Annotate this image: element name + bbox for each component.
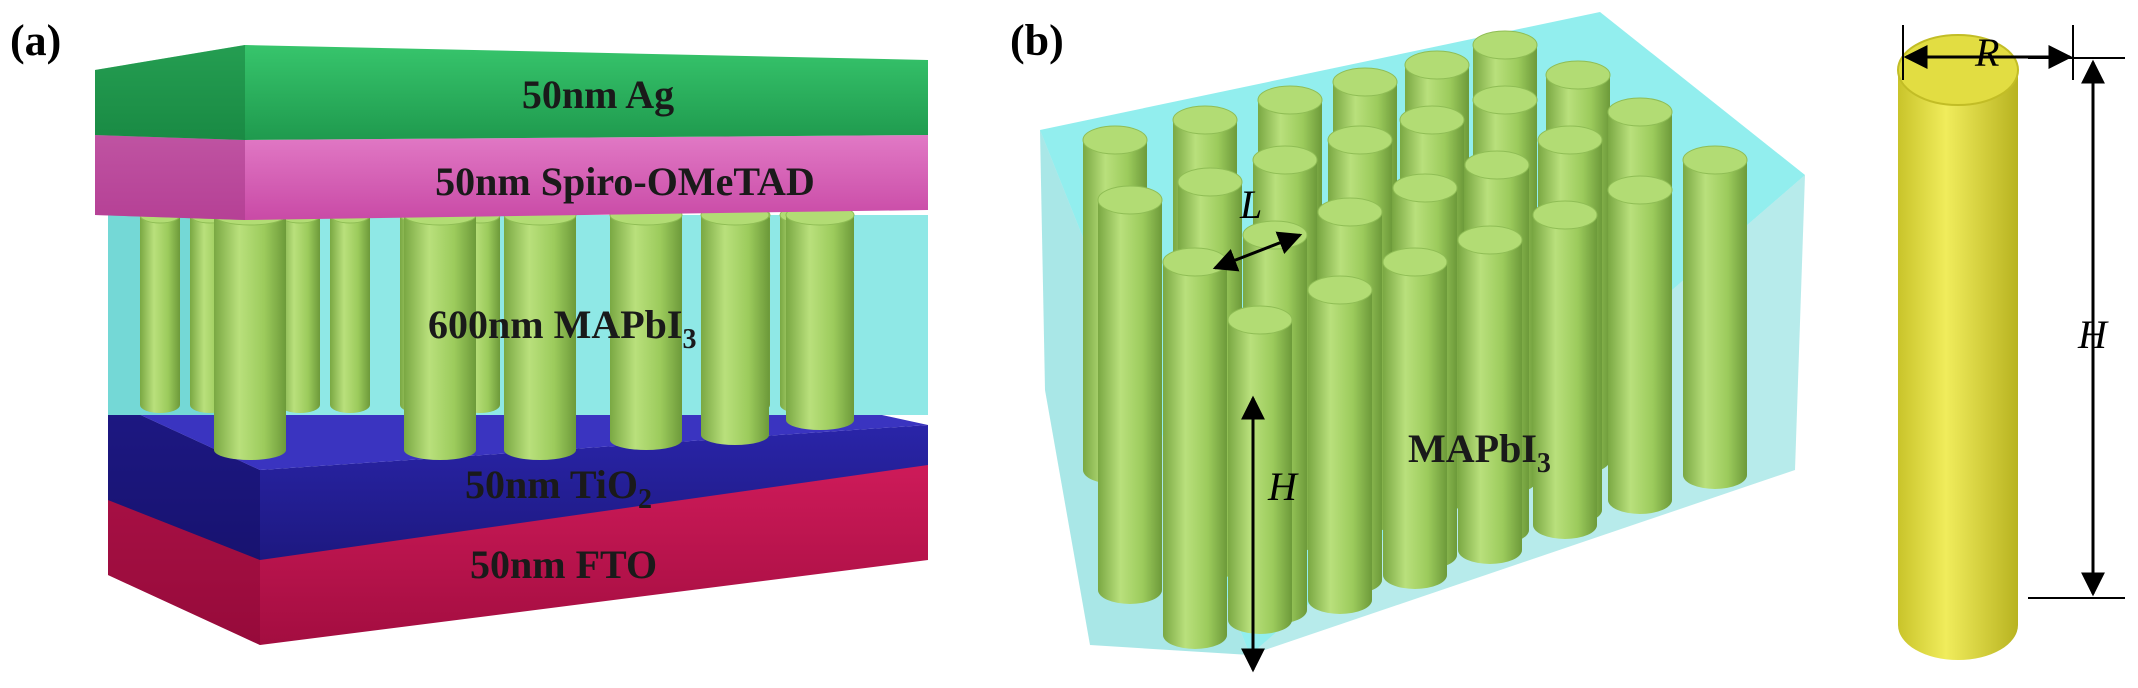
panel-b-label: (b) <box>1010 16 1064 65</box>
single-rod: R H <box>1897 25 2125 660</box>
perovskite-rods-a <box>139 204 855 460</box>
rod <box>1682 145 1748 489</box>
spiro-layer <box>95 135 928 220</box>
rod <box>785 204 855 430</box>
height-label-b: H <box>1267 464 1299 509</box>
mapbi3-box-label: MAPbI3 <box>1408 426 1551 479</box>
rod <box>1162 247 1228 649</box>
panel-a: (a) 50nm Ag 50nm Spiro <box>10 16 928 645</box>
rod <box>1607 175 1673 514</box>
ag-layer <box>95 45 928 140</box>
panel-b: (b) L H MAPbI3 <box>1010 12 1805 673</box>
mapbi3-layer <box>108 204 928 460</box>
spiro-label: 50nm Spiro-OMeTAD <box>435 159 815 204</box>
rod <box>1307 275 1373 614</box>
pitch-label: L <box>1239 182 1262 227</box>
fto-label: 50nm FTO <box>470 542 657 587</box>
mapbi3-label: 600nm MAPbI3 <box>428 302 696 355</box>
panel-a-label: (a) <box>10 16 61 65</box>
rod <box>329 206 371 413</box>
single-rod-top <box>1897 34 2019 106</box>
rod <box>1532 200 1598 539</box>
pitch-arrow <box>1212 231 1303 272</box>
single-rod-body <box>1898 70 2018 660</box>
perovskite-rods-b <box>1082 30 1748 649</box>
tio2-label: 50nm TiO2 <box>465 462 652 515</box>
rod <box>1457 225 1523 564</box>
ag-label: 50nm Ag <box>522 72 674 117</box>
rod <box>139 206 181 413</box>
height-label-single: H <box>2077 312 2109 357</box>
rod <box>700 204 770 445</box>
rod <box>1382 247 1448 589</box>
rod <box>213 204 287 460</box>
rod <box>1097 185 1163 604</box>
radius-label: R <box>1974 30 1999 75</box>
